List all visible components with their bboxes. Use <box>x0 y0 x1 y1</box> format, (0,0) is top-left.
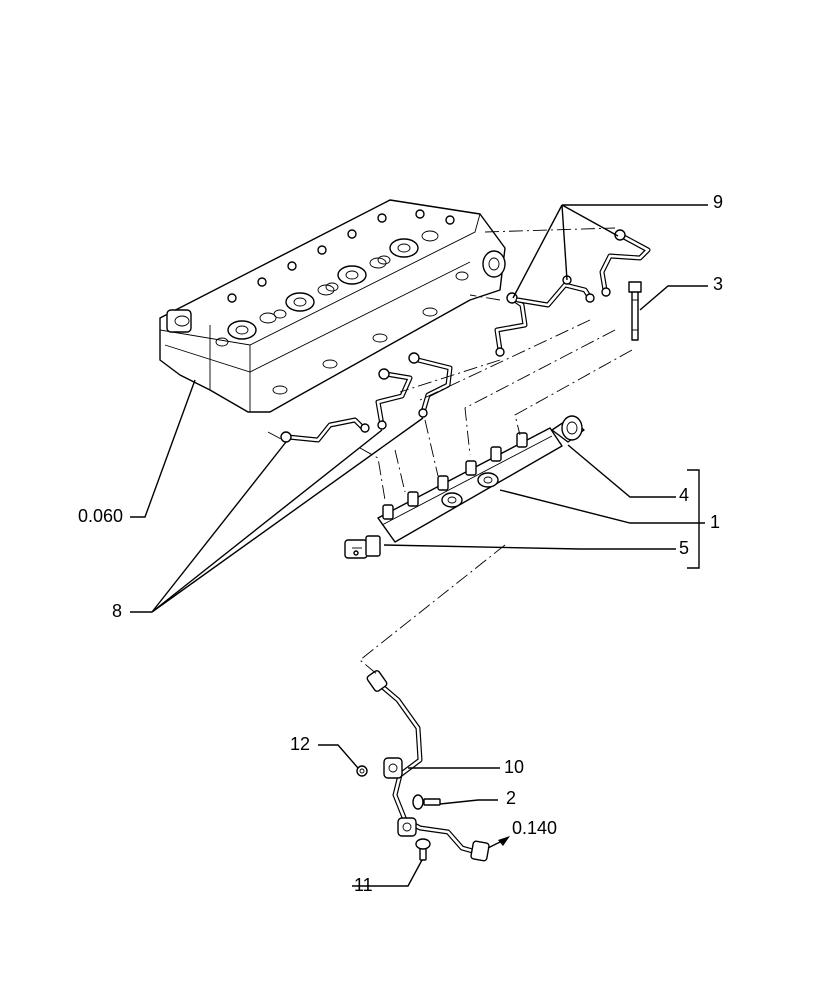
callout-11: 11 <box>354 875 373 895</box>
sensor-stud-3 <box>628 281 642 341</box>
assembly-centerlines <box>267 227 633 676</box>
rail-mount-bosses <box>441 472 499 508</box>
common-rail-1 <box>377 427 563 543</box>
callout-3: 3 <box>713 274 723 294</box>
pressure-relief-valve-4 <box>551 415 585 443</box>
leader-lines <box>130 204 708 887</box>
pipe-8c <box>408 352 453 418</box>
callout-4: 4 <box>679 485 689 505</box>
pipe-clamp-lower <box>397 817 417 837</box>
callout-ref-0140: 0.140 <box>512 818 557 838</box>
pipe-8b <box>375 368 413 430</box>
head-lower-ports <box>272 307 438 395</box>
pipe-8a <box>280 417 370 443</box>
screw-11 <box>415 838 431 861</box>
pipe-9b <box>515 275 595 308</box>
pressure-sensor-5 <box>344 535 381 559</box>
callout-5: 5 <box>679 538 689 558</box>
head-cylinder-4 <box>377 230 439 265</box>
head-cylinder-2 <box>273 284 335 319</box>
injection-pipes-8 <box>280 352 453 443</box>
head-cylinder-1 <box>215 312 277 347</box>
injection-pipes-9 <box>494 229 651 357</box>
callout-9: 9 <box>713 192 723 212</box>
callout-1: 1 <box>710 512 720 532</box>
callout-labels: 9 3 4 1 5 0.060 8 12 10 2 0.140 11 <box>78 192 723 895</box>
callout-ref-0060: 0.060 <box>78 506 123 526</box>
high-pressure-pipe-10 <box>366 670 490 862</box>
head-cylinder-3 <box>325 257 387 292</box>
pipe-9c <box>599 229 651 297</box>
pipe-clamp-upper <box>383 757 403 779</box>
callout-12: 12 <box>290 734 310 754</box>
cylinder-head <box>159 199 506 413</box>
screw-2 <box>412 794 441 810</box>
rail-outlets <box>382 432 528 520</box>
callout-10: 10 <box>504 757 524 777</box>
callout-2: 2 <box>506 788 516 808</box>
callout-8: 8 <box>112 601 122 621</box>
nut-12 <box>356 765 368 777</box>
head-bolt-bosses <box>227 209 455 303</box>
